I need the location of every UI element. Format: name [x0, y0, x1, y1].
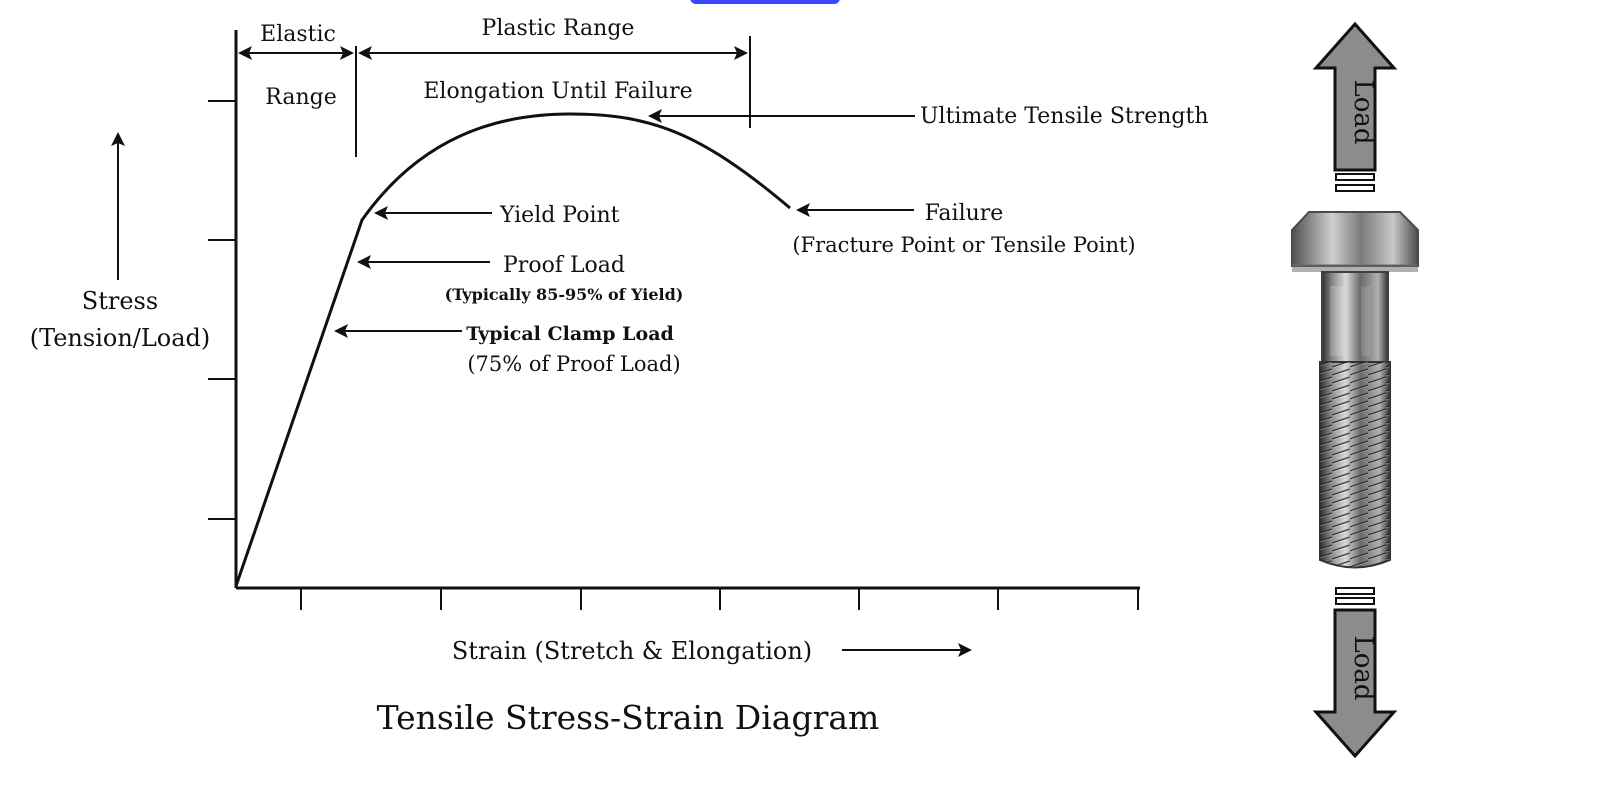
clamp-load-label: Typical Clamp Load	[466, 323, 674, 345]
ultimate-tensile-strength-label: Ultimate Tensile Strength	[920, 104, 1209, 129]
elongation-label: Elongation Until Failure	[423, 79, 692, 104]
y-axis-label-line1: Stress	[82, 287, 158, 315]
elastic-label-line1: Elastic	[260, 22, 336, 47]
clamp-load-note: (75% of Proof Load)	[467, 352, 680, 376]
proof-load-note: (Typically 85-95% of Yield)	[445, 285, 684, 304]
failure-label: Failure	[925, 201, 1004, 226]
plastic-range-label: Plastic Range	[482, 16, 635, 41]
load-top-label: Load	[1348, 79, 1378, 144]
elastic-label-line2: Range	[265, 85, 336, 110]
failure-note: (Fracture Point or Tensile Point)	[792, 233, 1135, 257]
diagram-title: Tensile Stress-Strain Diagram	[377, 698, 880, 737]
x-axis-label: Strain (Stretch & Elongation)	[452, 637, 812, 665]
down-arrow-icon: Load	[1312, 587, 1398, 759]
load-bottom-label: Load	[1348, 635, 1378, 700]
bolt-icon	[1291, 211, 1419, 569]
y-axis-label-line2: (Tension/Load)	[30, 324, 211, 352]
proof-load-label: Proof Load	[503, 253, 625, 278]
up-arrow-icon: Load	[1312, 21, 1398, 192]
yield-point-label: Yield Point	[499, 203, 620, 228]
stress-strain-curve	[234, 112, 791, 587]
top-accent-tab	[690, 0, 840, 4]
